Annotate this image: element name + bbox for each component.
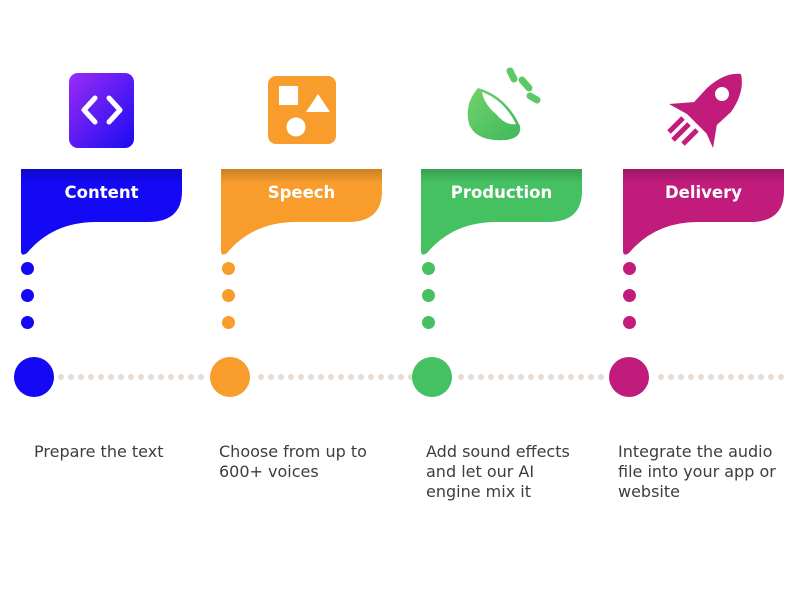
connector-dot bbox=[623, 289, 636, 302]
timeline-track bbox=[0, 374, 800, 380]
step-speech: Speech Choose from up to 600+ voices bbox=[200, 0, 400, 600]
connector-dot bbox=[623, 262, 636, 275]
track-dot bbox=[358, 374, 364, 380]
track-dot bbox=[398, 374, 404, 380]
track-dot bbox=[698, 374, 704, 380]
milestone-dot bbox=[210, 357, 250, 397]
step-title: Content bbox=[64, 183, 139, 202]
step-content: Content Prepare the text bbox=[0, 0, 200, 600]
track-dot bbox=[198, 374, 204, 380]
step-title: Speech bbox=[267, 183, 336, 202]
track-dot bbox=[518, 374, 524, 380]
track-dot bbox=[748, 374, 754, 380]
step-description: Choose from up to 600+ voices bbox=[219, 442, 367, 481]
track-dot bbox=[758, 374, 764, 380]
track-dot bbox=[498, 374, 504, 380]
track-dot bbox=[688, 374, 694, 380]
track-dot bbox=[118, 374, 124, 380]
step-description: Add sound effects and let our AI engine … bbox=[426, 442, 570, 501]
track-dot bbox=[178, 374, 184, 380]
track-dot bbox=[548, 374, 554, 380]
track-dot bbox=[148, 374, 154, 380]
track-dot bbox=[58, 374, 64, 380]
track-dot bbox=[488, 374, 494, 380]
track-dot bbox=[538, 374, 544, 380]
milestone-dot bbox=[609, 357, 649, 397]
track-dot bbox=[108, 374, 114, 380]
connector-dot bbox=[21, 262, 34, 275]
rocket-icon bbox=[667, 72, 742, 148]
track-dot bbox=[98, 374, 104, 380]
connector-dot bbox=[422, 289, 435, 302]
track-dot bbox=[588, 374, 594, 380]
flag-content: Content bbox=[21, 169, 182, 256]
connector-dot bbox=[222, 262, 235, 275]
track-dot bbox=[368, 374, 374, 380]
track-dot bbox=[278, 374, 284, 380]
step-production: Production Add sound effects and let our… bbox=[400, 0, 600, 600]
connector-dot bbox=[222, 289, 235, 302]
connector-dot bbox=[422, 262, 435, 275]
track-dot bbox=[508, 374, 514, 380]
step-description: Prepare the text bbox=[34, 442, 164, 461]
track-dot bbox=[678, 374, 684, 380]
track-dot bbox=[188, 374, 194, 380]
track-dot bbox=[88, 374, 94, 380]
track-dot bbox=[558, 374, 564, 380]
track-dot bbox=[738, 374, 744, 380]
track-dot bbox=[268, 374, 274, 380]
track-dot bbox=[478, 374, 484, 380]
flag-delivery: Delivery bbox=[623, 169, 784, 256]
track-dot bbox=[458, 374, 464, 380]
connector-dot bbox=[21, 289, 34, 302]
track-dot bbox=[778, 374, 784, 380]
track-dot bbox=[708, 374, 714, 380]
milestone-dot bbox=[14, 357, 54, 397]
spotlight-icon bbox=[466, 66, 541, 142]
connector-dot bbox=[21, 316, 34, 329]
track-dot bbox=[338, 374, 344, 380]
track-dot bbox=[288, 374, 294, 380]
track-dot bbox=[318, 374, 324, 380]
connector-dot bbox=[422, 316, 435, 329]
track-dot bbox=[598, 374, 604, 380]
flag-production: Production bbox=[421, 169, 582, 256]
track-dot bbox=[468, 374, 474, 380]
step-title: Production bbox=[450, 183, 553, 202]
track-dot bbox=[718, 374, 724, 380]
track-dot bbox=[658, 374, 664, 380]
track-dot bbox=[168, 374, 174, 380]
milestone-dot bbox=[412, 357, 452, 397]
track-dot bbox=[128, 374, 134, 380]
track-dot bbox=[578, 374, 584, 380]
track-dot bbox=[388, 374, 394, 380]
track-dot bbox=[298, 374, 304, 380]
track-dot bbox=[158, 374, 164, 380]
flag-speech: Speech bbox=[221, 169, 382, 256]
track-dot bbox=[308, 374, 314, 380]
step-title: Delivery bbox=[664, 183, 743, 202]
track-dot bbox=[568, 374, 574, 380]
step-delivery: Delivery Integrate the audio file into y… bbox=[600, 0, 800, 600]
track-dot bbox=[378, 374, 384, 380]
step-description: Integrate the audio file into your app o… bbox=[618, 442, 776, 501]
track-dot bbox=[138, 374, 144, 380]
track-dot bbox=[528, 374, 534, 380]
track-dot bbox=[258, 374, 264, 380]
track-dot bbox=[728, 374, 734, 380]
track-dot bbox=[668, 374, 674, 380]
track-dot bbox=[78, 374, 84, 380]
track-dot bbox=[348, 374, 354, 380]
shapes-icon bbox=[268, 76, 336, 152]
connector-dot bbox=[222, 316, 235, 329]
track-dot bbox=[768, 374, 774, 380]
track-dot bbox=[408, 374, 414, 380]
connector-dot bbox=[623, 316, 636, 329]
track-dot bbox=[68, 374, 74, 380]
track-dot bbox=[328, 374, 334, 380]
code-brackets-icon bbox=[69, 73, 137, 149]
